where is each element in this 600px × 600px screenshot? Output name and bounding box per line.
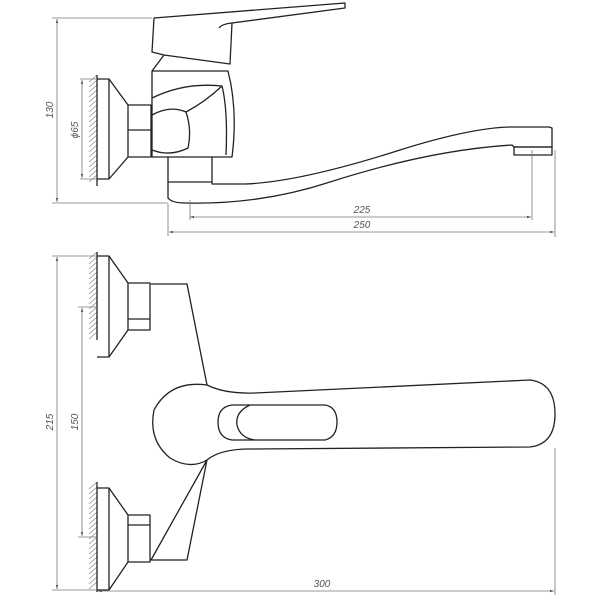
hatch-line bbox=[88, 154, 98, 163]
hatch-line bbox=[88, 301, 98, 310]
hatch-line bbox=[88, 331, 98, 340]
hatch-line bbox=[88, 124, 98, 133]
hatch-line bbox=[88, 556, 98, 565]
hatch-line bbox=[88, 266, 98, 275]
dim-label-130: 130 bbox=[45, 101, 56, 118]
aerator bbox=[513, 146, 553, 156]
valve-body bbox=[150, 283, 208, 561]
hatch-line bbox=[88, 79, 98, 88]
lever-handle bbox=[151, 2, 346, 72]
handle-slot-inner bbox=[236, 404, 256, 441]
hatch-line bbox=[88, 536, 98, 545]
hatch-line bbox=[88, 271, 98, 280]
hatch-line bbox=[88, 286, 98, 295]
hatch-line bbox=[88, 296, 98, 305]
hatch-line bbox=[88, 134, 98, 143]
hatch-line bbox=[88, 109, 98, 118]
hatch-line bbox=[88, 119, 98, 128]
dim-label-250: 250 bbox=[353, 220, 371, 231]
hatch-line bbox=[88, 144, 98, 153]
hatch-line bbox=[88, 551, 98, 560]
hatch-line bbox=[88, 511, 98, 520]
hatch-line bbox=[88, 94, 98, 103]
hatch-line bbox=[88, 541, 98, 550]
hatch-line bbox=[88, 561, 98, 570]
side-view: 130 ϕ65 225 250 bbox=[45, 2, 556, 237]
hatch-line bbox=[88, 261, 98, 270]
hatch-line bbox=[88, 531, 98, 540]
front-lever-handle bbox=[152, 379, 556, 466]
dim-label-300: 300 bbox=[314, 579, 331, 590]
dim-label-65: ϕ65 bbox=[70, 121, 81, 138]
connector-nut bbox=[127, 104, 152, 158]
dim-label-215: 215 bbox=[45, 413, 56, 431]
hatch-line bbox=[88, 326, 98, 335]
wall-hatch bbox=[88, 74, 98, 183]
spout bbox=[167, 126, 553, 204]
hatch-line bbox=[88, 321, 98, 330]
hatch-line bbox=[88, 281, 98, 290]
wall-hatch bbox=[88, 251, 98, 590]
hatch-line bbox=[88, 311, 98, 320]
hatch-line bbox=[88, 496, 98, 505]
hatch-line bbox=[88, 276, 98, 285]
hatch-line bbox=[88, 526, 98, 535]
hatch-line bbox=[88, 576, 98, 585]
hatch-line bbox=[88, 291, 98, 300]
hatch-line bbox=[88, 481, 98, 490]
hatch-line bbox=[88, 251, 98, 260]
hatch-line bbox=[88, 104, 98, 113]
hatch-line bbox=[88, 129, 98, 138]
front-view: 215 150 300 bbox=[45, 251, 556, 595]
hatch-line bbox=[88, 546, 98, 555]
escutcheon-bottom bbox=[97, 487, 151, 591]
hatch-line bbox=[88, 486, 98, 495]
hatch-line bbox=[88, 521, 98, 530]
hatch-line bbox=[88, 149, 98, 158]
dim-label-225: 225 bbox=[353, 205, 371, 216]
hatch-line bbox=[88, 174, 98, 183]
hatch-line bbox=[88, 501, 98, 510]
hatch-line bbox=[88, 316, 98, 325]
hatch-line bbox=[88, 506, 98, 515]
hatch-line bbox=[88, 256, 98, 265]
escutcheon-top bbox=[97, 255, 151, 358]
hatch-line bbox=[88, 114, 98, 123]
hatch-line bbox=[88, 84, 98, 93]
hatch-line bbox=[88, 516, 98, 525]
hatch-line bbox=[88, 566, 98, 575]
dim-label-150: 150 bbox=[70, 413, 81, 430]
valve-body bbox=[151, 70, 235, 158]
hatch-line bbox=[88, 99, 98, 108]
hatch-line bbox=[88, 571, 98, 580]
hatch-line bbox=[88, 491, 98, 500]
hatch-line bbox=[88, 89, 98, 98]
hatch-line bbox=[88, 169, 98, 178]
hatch-line bbox=[88, 74, 98, 83]
hatch-line bbox=[88, 581, 98, 590]
escutcheon bbox=[97, 78, 129, 180]
hatch-line bbox=[88, 306, 98, 315]
body-contour bbox=[151, 84, 228, 156]
hatch-line bbox=[88, 164, 98, 173]
handle-slot bbox=[217, 404, 338, 441]
hatch-line bbox=[88, 139, 98, 148]
hatch-line bbox=[88, 159, 98, 168]
